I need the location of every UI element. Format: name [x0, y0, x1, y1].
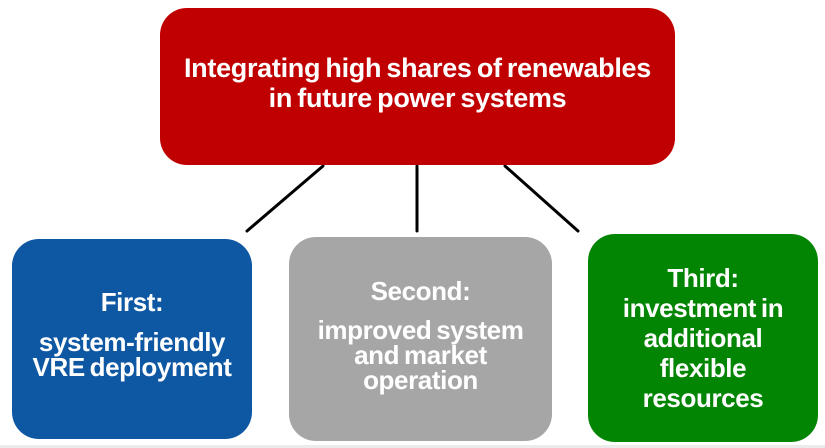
branch-box-third: Third: investment in additional flexible…: [588, 234, 818, 442]
branch-second-body-line: and market: [354, 339, 487, 370]
branch-third-body-line: investment in: [622, 293, 784, 323]
branch-first-heading: First:: [100, 286, 164, 317]
title-line-1: Integrating high shares of renewables: [183, 53, 651, 83]
branch-second-body-line: improved system: [317, 314, 524, 345]
title-line-2: in future power systems: [268, 83, 567, 113]
branch-third-body-line: flexible: [659, 353, 747, 383]
branch-third-heading: Third:: [667, 263, 739, 293]
branch-second-heading: Second:: [370, 275, 471, 306]
slide-bottom-edge: [0, 445, 825, 448]
branch-first-body-line: system-friendly: [38, 326, 226, 357]
branch-second-body-line: operation: [363, 364, 478, 395]
branch-third-body-line: resources: [642, 383, 764, 413]
connector-line-left: [245, 164, 325, 233]
branch-box-second: Second: improved system and market opera…: [289, 237, 552, 441]
branch-second-body: improved system and market operation: [317, 314, 524, 395]
branch-third-body: investment in additional flexible resour…: [622, 293, 784, 413]
connector-line-right: [503, 164, 580, 233]
branch-box-first: First: system-friendly VRE deployment: [12, 239, 252, 439]
branch-first-body: system-friendly VRE deployment: [32, 326, 232, 382]
title-box: Integrating high shares of renewables in…: [160, 8, 675, 165]
branch-first-body-line: VRE deployment: [32, 351, 232, 382]
branch-third-body-line: additional: [643, 323, 763, 353]
